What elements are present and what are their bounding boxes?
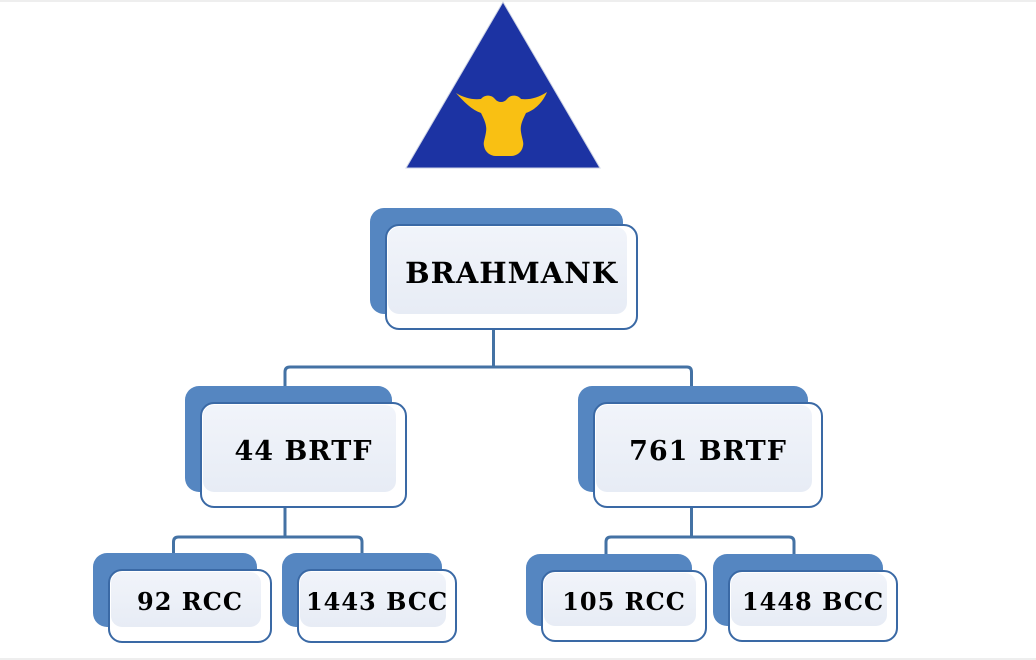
connector-left-bridge (172, 535, 364, 558)
node-tint (544, 573, 696, 626)
connector-right-bridge (604, 535, 796, 558)
node-front: 1448 BCC (728, 570, 898, 642)
node-label: 105 RCC (562, 586, 686, 616)
org-node-brahmank: BRAHMANK (370, 208, 638, 330)
node-tint (111, 572, 261, 627)
node-front: 92 RCC (108, 569, 272, 643)
slide-top-edge (0, 0, 1036, 2)
node-tint (388, 227, 627, 314)
node-front: 1443 BCC (297, 569, 457, 643)
connector-level1-bridge (283, 365, 693, 390)
org-node-761-brtf: 761 BRTF (578, 386, 823, 508)
org-node-44-brtf: 44 BRTF (185, 386, 407, 508)
node-tint (300, 572, 446, 627)
org-node-1443-bcc: 1443 BCC (282, 553, 457, 643)
node-tint (731, 573, 887, 626)
bull-head-icon (456, 92, 547, 156)
node-label: 761 BRTF (629, 435, 787, 467)
org-node-92-rcc: 92 RCC (93, 553, 272, 643)
node-tint (203, 405, 396, 492)
node-label: 1448 BCC (741, 586, 885, 616)
triangle-shape (405, 1, 601, 169)
slide-bottom-edge (0, 658, 1036, 660)
triangle-bull-logo (405, 1, 601, 169)
node-front: 105 RCC (541, 570, 707, 642)
node-tint (596, 405, 812, 492)
org-node-105-rcc: 105 RCC (526, 554, 707, 642)
node-front: BRAHMANK (385, 224, 638, 330)
node-label: 1443 BCC (305, 586, 449, 616)
node-label: BRAHMANK (405, 256, 618, 290)
node-front: 761 BRTF (593, 402, 823, 508)
node-label: 92 RCC (137, 586, 243, 616)
node-label: 44 BRTF (234, 435, 373, 467)
node-front: 44 BRTF (200, 402, 407, 508)
org-node-1448-bcc: 1448 BCC (713, 554, 898, 642)
